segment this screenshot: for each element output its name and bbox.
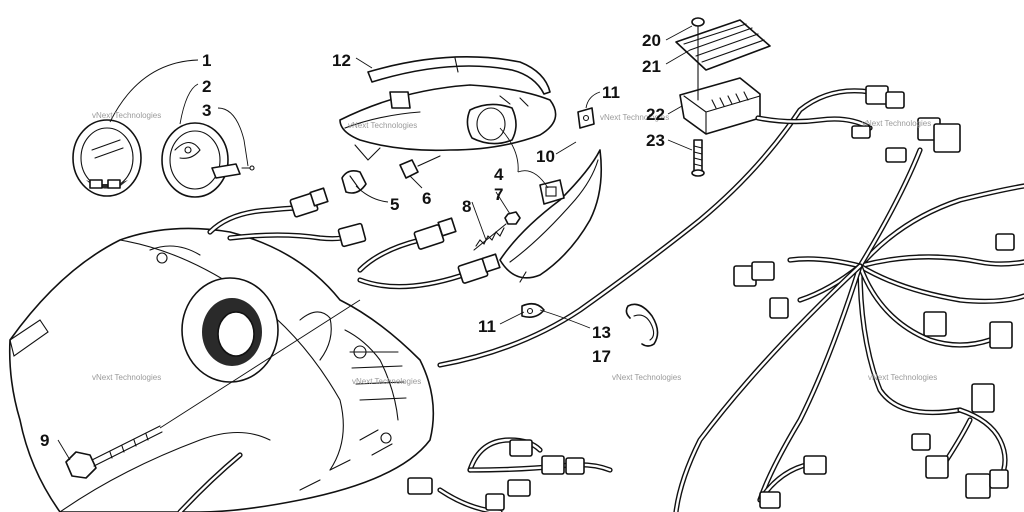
watermark-text: vNext Technologies: [92, 111, 161, 120]
callout-23: 23: [646, 131, 665, 150]
watermarks: vNext Technologies vNext Technologies vN…: [92, 111, 937, 386]
callout-8: 8: [462, 197, 471, 216]
watermark-text: vNext Technologies: [348, 121, 417, 130]
callout-5: 5: [390, 195, 399, 214]
callout-11-lower: 11: [478, 317, 496, 336]
voltage-regulator: [675, 17, 771, 177]
wire-clip-upper: [577, 107, 595, 129]
instrument-gauge: [72, 119, 142, 197]
bulb-socket: [341, 170, 367, 194]
callout-3: 3: [202, 101, 211, 120]
adjuster-nut: [504, 211, 521, 225]
mounting-bolt: [65, 425, 163, 479]
leader-lines: [57, 25, 693, 461]
hood-fairing: [8, 227, 435, 512]
callout-22: 22: [646, 105, 665, 124]
watermark-text: vNext Technologies: [92, 373, 161, 382]
cover-seal-strip: [367, 56, 551, 95]
callout-20: 20: [642, 31, 661, 50]
wiring-harness: [207, 88, 1024, 512]
callout-11-upper: 11: [602, 83, 620, 102]
callout-7: 7: [494, 185, 503, 204]
callout-2: 2: [202, 77, 211, 96]
adjuster-spring: [473, 223, 507, 251]
connectors: [289, 85, 1015, 511]
watermark-text: vNext Technologies: [352, 377, 421, 386]
watermark-text: vNext Technologies: [600, 113, 669, 122]
headlight-bulb: [399, 155, 441, 179]
callout-21: 21: [642, 57, 661, 76]
wire-clip-lower: [521, 302, 545, 318]
callout-1: 1: [202, 51, 211, 70]
watermark-text: vNext Technologies: [868, 373, 937, 382]
callout-10: 10: [536, 147, 555, 166]
callout-9: 9: [40, 431, 49, 450]
gauge-mounting-ring: [161, 122, 241, 198]
callouts: 1 2 3 12 5 6 7 8 4 10 11 11 13 17 9 20 2…: [40, 31, 665, 450]
callout-4: 4: [494, 165, 504, 184]
band-clamp: [625, 303, 659, 347]
callout-12: 12: [332, 51, 351, 70]
watermark-text: vNext Technologies: [612, 373, 681, 382]
callout-17: 17: [592, 347, 611, 366]
callout-6: 6: [422, 189, 431, 208]
headlight-housing: [499, 149, 603, 283]
callout-13: 13: [592, 323, 611, 342]
headlight-cover: [339, 84, 557, 161]
watermark-text: vNext Technologies: [862, 119, 931, 128]
gauge-screw: [241, 165, 255, 171]
